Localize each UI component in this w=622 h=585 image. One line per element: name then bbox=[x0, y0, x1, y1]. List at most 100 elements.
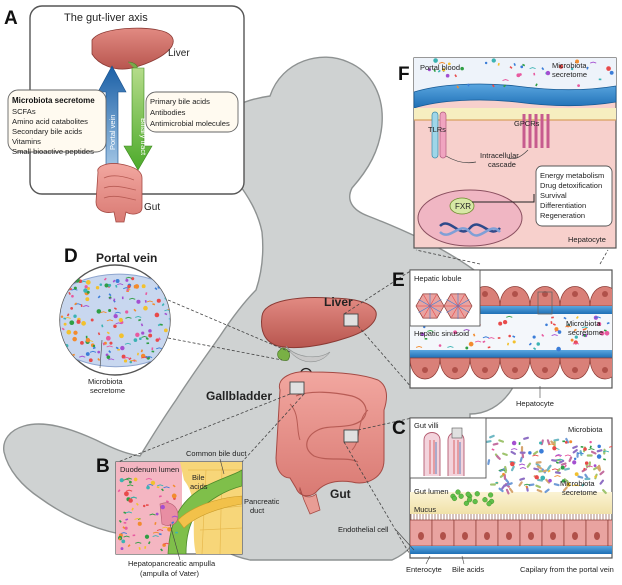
bile-acid-cluster bbox=[487, 492, 494, 498]
bile-acid-cluster bbox=[458, 493, 464, 499]
secretome-particle bbox=[536, 342, 540, 346]
bile-acid-particle bbox=[163, 486, 170, 489]
gut-villi-label: Gut villi bbox=[414, 421, 439, 430]
secretome-particle bbox=[551, 468, 559, 471]
lobule-vessel bbox=[457, 299, 470, 307]
bile-acid-particle bbox=[152, 535, 159, 538]
secretome-particle bbox=[143, 305, 148, 311]
secretome-particle bbox=[506, 315, 513, 318]
pancreatic-duct-shape bbox=[177, 495, 242, 529]
secretome-particle bbox=[121, 354, 126, 359]
bile-item-1: Primary bile acids bbox=[150, 97, 210, 106]
hepatic-lobules bbox=[415, 293, 473, 319]
lobule-vessel bbox=[423, 294, 431, 307]
bacterium bbox=[489, 483, 496, 486]
secretome-particle bbox=[518, 463, 526, 466]
bile-acid-cluster bbox=[465, 491, 471, 497]
secretome-particle bbox=[495, 481, 499, 484]
bile-acid-particle bbox=[138, 546, 141, 550]
body-gut-label: Gut bbox=[330, 487, 351, 501]
secretome-particle bbox=[167, 308, 170, 311]
bile-acid-particle bbox=[156, 529, 164, 532]
lobule-vessel bbox=[423, 305, 431, 318]
panel-c-letter: C bbox=[392, 418, 406, 439]
secretome-particle bbox=[141, 356, 148, 359]
bile-acid-particle bbox=[167, 527, 172, 532]
secretome-particle bbox=[550, 321, 553, 324]
secretome-particle bbox=[554, 454, 562, 457]
secretome-particle bbox=[123, 356, 130, 359]
secretome-particle bbox=[81, 321, 86, 326]
secretome-particle bbox=[564, 440, 568, 444]
secretome-particle bbox=[533, 347, 537, 351]
secretome-particle bbox=[569, 440, 573, 444]
secretome-particle bbox=[145, 337, 149, 340]
bile-acid-cluster bbox=[482, 497, 488, 503]
secretome-particle bbox=[141, 335, 148, 338]
secretome-particle bbox=[497, 337, 501, 339]
secretome-particle bbox=[86, 286, 91, 291]
enterocyte-label: Enterocyte bbox=[406, 565, 442, 574]
enterocyte-nucleus bbox=[616, 532, 622, 540]
secretome-particle bbox=[73, 314, 77, 318]
outcome-2: Drug detoxification bbox=[540, 181, 602, 190]
bile-acid-particle bbox=[135, 502, 139, 506]
bile-acid-particle bbox=[123, 478, 130, 481]
bacterium bbox=[545, 478, 551, 484]
bacterium bbox=[519, 477, 526, 481]
bacterium bbox=[602, 489, 607, 495]
bile-callout bbox=[145, 91, 239, 133]
secretome-particle bbox=[519, 467, 527, 469]
secretome-particle bbox=[522, 63, 526, 67]
secretome-particle bbox=[502, 79, 509, 81]
bile-acid-particle bbox=[160, 548, 164, 552]
secretome-particle bbox=[162, 275, 167, 281]
hepatocyte-nucleus-dot bbox=[572, 291, 578, 297]
cascade-label-1: Intracellular bbox=[480, 151, 519, 160]
panel-f-letter: F bbox=[398, 64, 410, 85]
secretome-particle bbox=[83, 288, 88, 293]
bile-acid-particle bbox=[165, 500, 169, 503]
secretome-particle bbox=[90, 318, 94, 322]
bile-acid-particle bbox=[123, 511, 127, 514]
portal-blood-particles bbox=[427, 58, 614, 89]
secretome-particle bbox=[482, 336, 490, 339]
body-stomach bbox=[285, 345, 331, 363]
secretome-particle bbox=[148, 333, 153, 338]
secretome-particle bbox=[168, 317, 170, 320]
secretome-particle bbox=[581, 326, 589, 329]
secretome-particle bbox=[441, 68, 446, 72]
secretome-particle bbox=[88, 358, 93, 363]
secretome-particle bbox=[563, 316, 567, 320]
bacterium bbox=[536, 465, 543, 470]
secretome-particle bbox=[560, 465, 565, 470]
secretome-particle bbox=[513, 63, 516, 67]
bacterium bbox=[558, 459, 565, 464]
bile-acid-particle bbox=[156, 486, 160, 489]
secretome-particle bbox=[590, 61, 597, 64]
bacterium bbox=[508, 487, 514, 493]
villi-zoom-box bbox=[451, 427, 463, 439]
secretome-particle bbox=[140, 323, 144, 327]
secretome-particle bbox=[491, 448, 495, 451]
secretome-particle bbox=[151, 347, 154, 351]
bile-acid-particle bbox=[124, 491, 129, 497]
secretome-particle bbox=[552, 323, 556, 326]
hepatocyte-nucleus-dot bbox=[572, 367, 578, 373]
bile-acid-cluster bbox=[472, 498, 478, 505]
bacterium bbox=[520, 446, 524, 453]
secretome-particle bbox=[561, 479, 566, 483]
secretome-particle bbox=[512, 335, 516, 338]
secretome-particle bbox=[511, 440, 517, 446]
bile-acid-particle bbox=[146, 485, 150, 490]
fxr-label: FXR bbox=[455, 202, 471, 211]
secretome-particle bbox=[541, 67, 545, 71]
panel-a-title: The gut-liver axis bbox=[64, 12, 148, 24]
secretome-particle bbox=[577, 84, 580, 88]
secretome-particle bbox=[518, 442, 521, 445]
secretome-particle bbox=[106, 331, 110, 335]
secretome-particle bbox=[556, 458, 564, 461]
secretome-particle bbox=[148, 329, 152, 333]
secretome-particle bbox=[557, 330, 562, 334]
dna-helix bbox=[439, 222, 501, 233]
